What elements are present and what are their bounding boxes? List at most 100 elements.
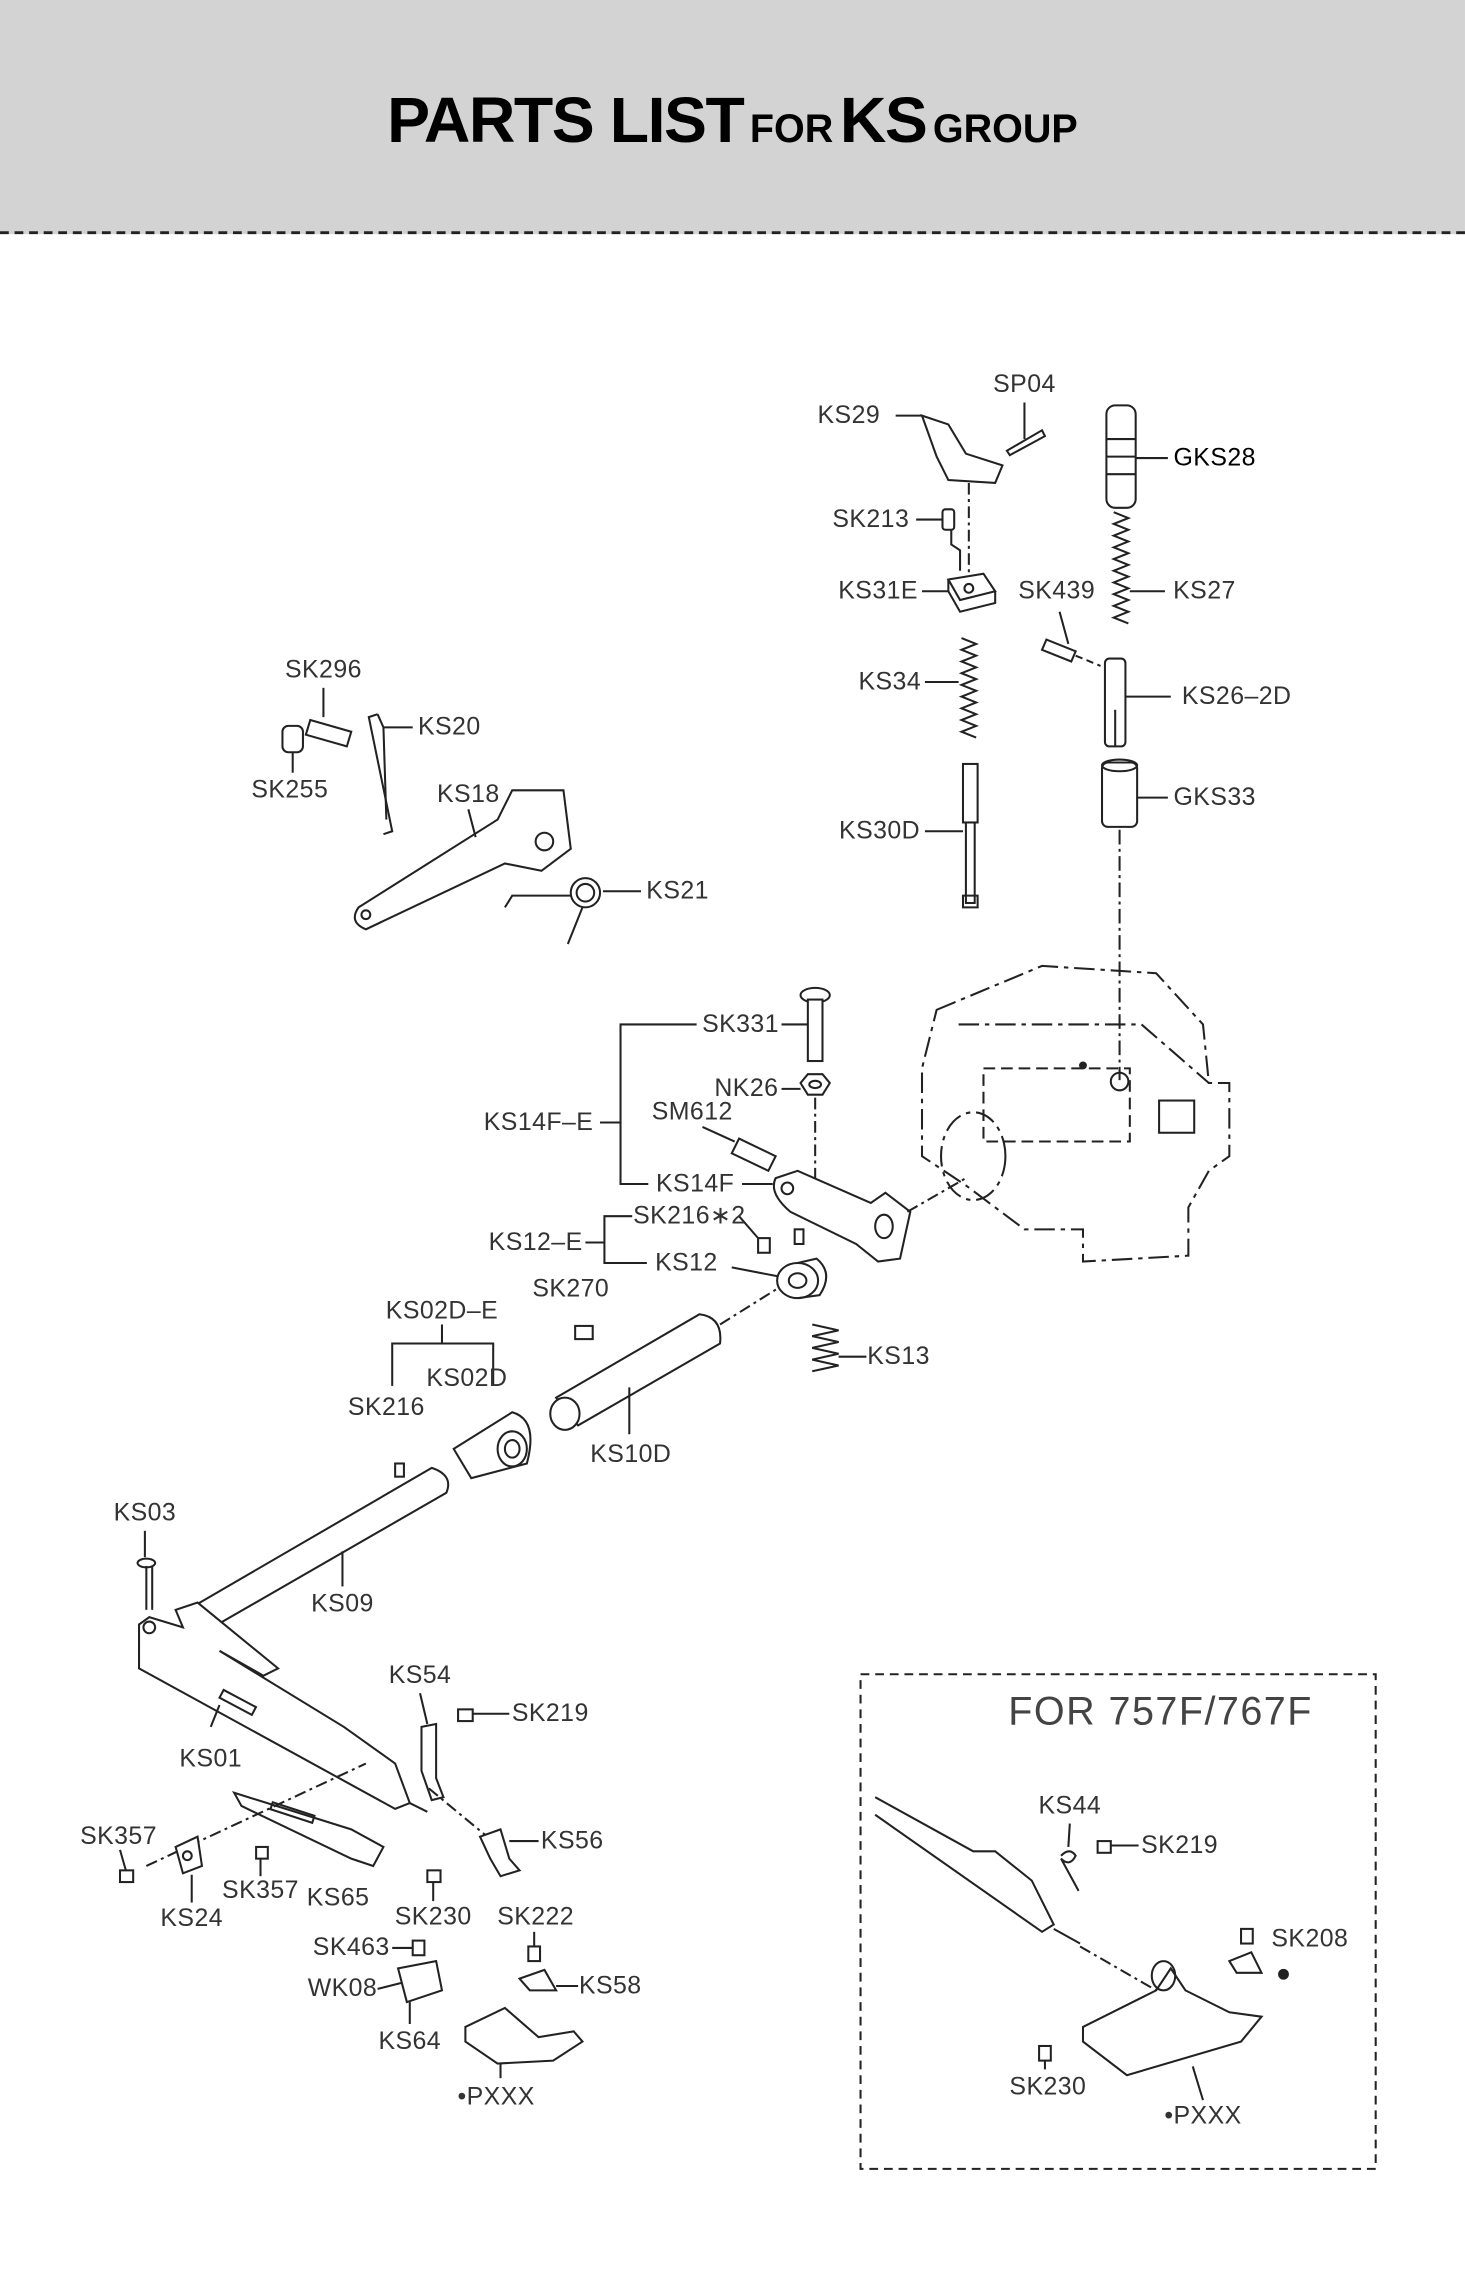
part-sk216-setscrew — [394, 1462, 405, 1478]
part-gks33-collar — [1100, 758, 1168, 828]
housing-details — [982, 1061, 1196, 1143]
part-nk26-nut — [781, 1073, 832, 1096]
label-ks12-e: KS12–E — [488, 1227, 583, 1256]
label-ks29: KS29 — [817, 400, 881, 429]
label-ks54: KS54 — [388, 1661, 452, 1689]
label-ks65: KS65 — [306, 1883, 370, 1912]
label-gks28: GKS28 — [1173, 443, 1256, 472]
part-sk213-screw — [916, 508, 962, 571]
label-sk230: SK230 — [394, 1902, 472, 1931]
part-ks30d-rod — [924, 762, 979, 909]
part-ks02d-collar — [452, 1411, 532, 1480]
label-sm612: SM612 — [651, 1097, 733, 1126]
label-ks18: KS18 — [437, 780, 500, 808]
bracket-ks12-e — [585, 1215, 647, 1265]
label-ks03: KS03 — [113, 1498, 177, 1527]
part-ks29-lever — [895, 413, 1004, 485]
label-sk331: SK331 — [702, 1009, 779, 1038]
part-ks58-plate — [517, 1968, 579, 1992]
label-ks02d: KS02D — [426, 1363, 508, 1392]
part-ks09-rod — [185, 1466, 450, 1634]
part-ks24-cam — [174, 1835, 204, 1903]
inset-lever-end — [874, 1796, 1081, 1945]
label-sp04: SP04 — [993, 370, 1056, 399]
part-sk331-screw — [781, 986, 831, 1063]
label-sk357-a: SK357 — [80, 1822, 157, 1850]
part-sk439-screw — [1040, 611, 1101, 667]
part-gks28-knob — [1105, 404, 1168, 509]
part-ks26-2d-shaft — [1103, 657, 1171, 748]
label-ks31e: KS31E — [838, 576, 918, 605]
part-sk216-setscrew-pair — [738, 1215, 805, 1254]
bracket-ks14f-e — [600, 1023, 697, 1185]
part-ks65-plate — [232, 1791, 385, 1868]
label-pxxx: •PXXX — [457, 2082, 535, 2111]
inset-label-sk219: SK219 — [1141, 1830, 1219, 1859]
inset-sk208-screw — [1227, 1927, 1289, 1980]
part-ks03-pin — [136, 1530, 157, 1610]
label-ks27: KS27 — [1173, 576, 1236, 605]
label-sk439: SK439 — [1018, 576, 1096, 605]
part-ks31e-block — [922, 572, 997, 613]
part-ks27-spring — [1110, 511, 1165, 625]
part-ks18-plate — [353, 789, 572, 931]
part-ks01-lever — [138, 1601, 428, 1813]
label-sk216x2: SK216∗2 — [633, 1201, 746, 1230]
label-sk357-b: SK357 — [222, 1876, 299, 1905]
label-ks64: KS64 — [378, 2026, 442, 2055]
label-sk270: SK270 — [532, 1274, 610, 1303]
label-ks20: KS20 — [417, 712, 481, 741]
label-sk463: SK463 — [312, 1933, 390, 1962]
part-sk222-screw — [527, 1931, 542, 1963]
part-sp04-pin — [1005, 402, 1047, 457]
label-ks10d: KS10D — [590, 1440, 672, 1468]
part-ks13-spring — [812, 1323, 867, 1373]
label-sk296: SK296 — [284, 655, 362, 684]
label-wk08: WK08 — [307, 1974, 378, 2003]
part-sk230-screw — [426, 1869, 442, 1902]
label-sk255: SK255 — [251, 775, 329, 804]
bracket-ks02d-e — [391, 1324, 495, 1386]
label-ks01: KS01 — [179, 1744, 243, 1773]
label-sk219: SK219 — [511, 1699, 589, 1727]
inset-presser-foot — [1081, 1960, 1264, 2101]
part-ks20-hook — [367, 713, 413, 836]
label-ks34: KS34 — [858, 667, 922, 696]
part-wk08-ks64-guide — [377, 1959, 444, 2025]
part-ks12-collar — [731, 1257, 828, 1300]
label-sk222: SK222 — [497, 1902, 575, 1931]
label-ks12: KS12 — [655, 1248, 718, 1277]
title-group: GROUP — [932, 106, 1078, 151]
label-sk216: SK216 — [347, 1393, 425, 1422]
label-sk213: SK213 — [832, 504, 910, 533]
label-ks58: KS58 — [578, 1971, 642, 2000]
page-title: PARTS LIST FOR KS GROUP — [0, 85, 1465, 158]
inset-label-ks44: KS44 — [1038, 1791, 1102, 1820]
inset-sk230-screw — [1038, 2044, 1052, 2070]
label-ks02d-e: KS02D–E — [385, 1296, 499, 1325]
part-ks34-spring — [924, 637, 979, 739]
label-ks14f: KS14F — [656, 1169, 735, 1198]
inset-frame — [859, 1673, 1377, 2170]
label-ks21: KS21 — [646, 876, 709, 905]
label-ks14f-e: KS14F–E — [483, 1107, 594, 1136]
part-ks21-spring — [504, 877, 642, 945]
label-ks26-2d: KS26–2D — [1181, 681, 1292, 710]
part-sk296-screw — [304, 687, 353, 748]
label-ks13: KS13 — [867, 1342, 930, 1370]
label-ks30d: KS30D — [839, 816, 921, 845]
inset-label-pxxx: •PXXX — [1164, 2101, 1242, 2130]
part-sk357-screw-b — [255, 1845, 269, 1877]
part-ks14f-lever — [741, 1169, 912, 1263]
machine-housing — [920, 964, 1231, 1263]
part-ks56-bracket — [478, 1828, 539, 1878]
part-sk357-screw-a — [118, 1849, 135, 1884]
part-sk270-setscrew — [574, 1324, 594, 1341]
part-pxxx-presser-foot — [464, 2006, 585, 2079]
inset-ks44-spring — [1060, 1823, 1080, 1892]
header-banner: PARTS LIST FOR KS GROUP — [0, 0, 1465, 235]
title-for: FOR — [749, 106, 834, 151]
part-ks54-bracket — [419, 1693, 488, 1838]
